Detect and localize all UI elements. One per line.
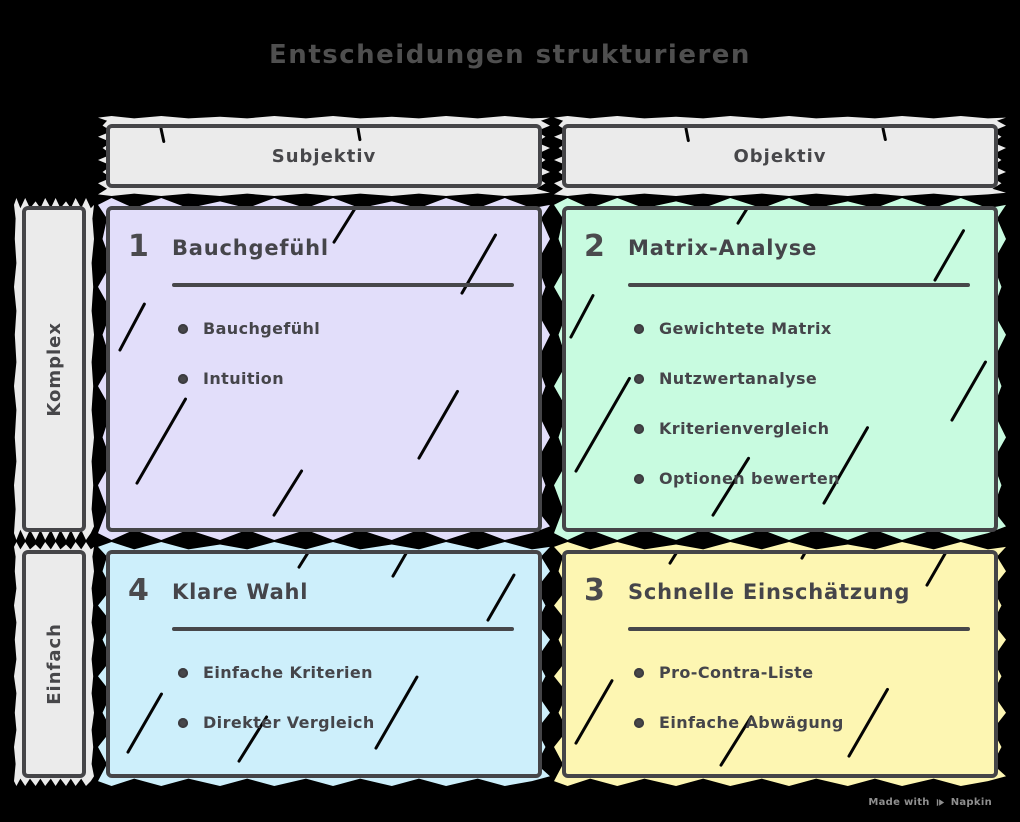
sketch-stroke — [297, 554, 342, 570]
decision-matrix: Subjektiv Objektiv Komplex Einfach — [14, 116, 1006, 786]
divider-line — [628, 283, 970, 287]
list-item: Intuition — [178, 369, 514, 388]
quadrant-number: 3 — [584, 573, 605, 608]
list-item: Optionen bewerten — [634, 469, 970, 488]
sketch-stroke — [573, 376, 631, 473]
sketch-stroke — [736, 210, 786, 225]
list-item: Kriterienvergleich — [634, 419, 970, 438]
watermark-prefix: Made with — [868, 797, 930, 808]
list-item-label: Kriterienvergleich — [659, 419, 830, 438]
sketch-stroke — [391, 554, 442, 578]
sketch-stroke — [569, 293, 595, 340]
quadrant-number: 4 — [128, 573, 149, 608]
sketch-stroke — [126, 692, 164, 754]
sketch-stroke — [117, 302, 146, 352]
row-header-label: Komplex — [43, 321, 65, 417]
sketch-stroke — [417, 389, 460, 460]
diagram-title: Entscheidungen strukturieren — [269, 40, 751, 70]
list-item-label: Einfache Kriterien — [203, 663, 373, 682]
bullet-icon — [634, 323, 644, 334]
list-item: Einfache Kriterien — [178, 663, 514, 682]
column-header-label: Objektiv — [733, 145, 827, 167]
quadrant-schnelle-einschaetzung: 3 Schnelle Einschätzung Pro-Contra-Liste… — [554, 542, 1006, 786]
quadrant-number: 1 — [128, 229, 149, 264]
list-item-label: Einfache Abwägung — [659, 713, 844, 732]
list-item-label: Optionen bewerten — [659, 469, 840, 488]
bullet-icon — [634, 373, 644, 384]
divider-line — [172, 627, 514, 631]
list-item: Nutzwertanalyse — [634, 369, 970, 388]
quadrant-title: Bauchgefühl — [172, 236, 329, 260]
list-item: Gewichtete Matrix — [634, 319, 970, 338]
row-header-einfach: Einfach — [14, 542, 94, 786]
quadrant-number: 2 — [584, 229, 605, 264]
list-item-label: Gewichtete Matrix — [659, 319, 832, 338]
list-item: Direkter Vergleich — [178, 713, 514, 732]
quadrant-title: Matrix-Analyse — [628, 236, 818, 260]
sketch-stroke — [800, 554, 833, 561]
quadrant-item-list: Pro-Contra-Liste Einfache Abwägung — [634, 663, 970, 732]
row-header-komplex: Komplex — [14, 198, 94, 540]
bullet-icon — [178, 717, 188, 728]
bullet-icon — [634, 423, 644, 434]
quadrant-bauchgefuehl: 1 Bauchgefühl Bauchgefühl Intuition — [98, 198, 550, 540]
napkin-watermark: Made with Napkin — [868, 797, 992, 808]
list-item: Bauchgefühl — [178, 319, 514, 338]
sketch-stroke — [684, 128, 690, 143]
bullet-icon — [178, 667, 188, 678]
column-header-subjektiv: Subjektiv — [98, 116, 550, 196]
sketch-stroke — [134, 397, 187, 486]
quadrant-title: Klare Wahl — [172, 580, 309, 604]
quadrant-matrix-analyse: 2 Matrix-Analyse Gewichtete Matrix Nutzw… — [554, 198, 1006, 540]
sketch-stroke — [881, 128, 887, 142]
list-item-label: Nutzwertanalyse — [659, 369, 818, 388]
sketch-stroke — [271, 469, 303, 518]
row-header-label: Einfach — [43, 623, 65, 705]
column-header-label: Subjektiv — [271, 145, 377, 167]
list-item-label: Direkter Vergleich — [203, 713, 375, 732]
bullet-icon — [634, 473, 644, 484]
quadrant-title: Schnelle Einschätzung — [628, 580, 911, 604]
sketch-stroke — [357, 128, 362, 142]
sketch-stroke — [573, 678, 614, 746]
bullet-icon — [634, 667, 644, 678]
divider-line — [628, 627, 970, 631]
divider-line — [172, 283, 514, 287]
quadrant-item-list: Bauchgefühl Intuition — [178, 319, 514, 388]
list-item-label: Intuition — [203, 369, 284, 388]
sketch-stroke — [160, 128, 166, 144]
list-item: Einfache Abwägung — [634, 713, 970, 732]
list-item: Pro-Contra-Liste — [634, 663, 970, 682]
column-header-objektiv: Objektiv — [554, 116, 1006, 196]
quadrant-klare-wahl: 4 Klare Wahl Einfache Kriterien Direkter… — [98, 542, 550, 786]
list-item-label: Bauchgefühl — [203, 319, 321, 338]
quadrant-item-list: Gewichtete Matrix Nutzwertanalyse Kriter… — [634, 319, 970, 488]
bullet-icon — [634, 717, 644, 728]
bullet-icon — [178, 323, 188, 334]
pen-nib-icon — [936, 798, 944, 807]
bullet-icon — [178, 373, 188, 384]
watermark-brand: Napkin — [950, 797, 992, 808]
quadrant-item-list: Einfache Kriterien Direkter Vergleich — [178, 663, 514, 732]
list-item-label: Pro-Contra-Liste — [659, 663, 814, 682]
sketch-stroke — [667, 554, 710, 565]
